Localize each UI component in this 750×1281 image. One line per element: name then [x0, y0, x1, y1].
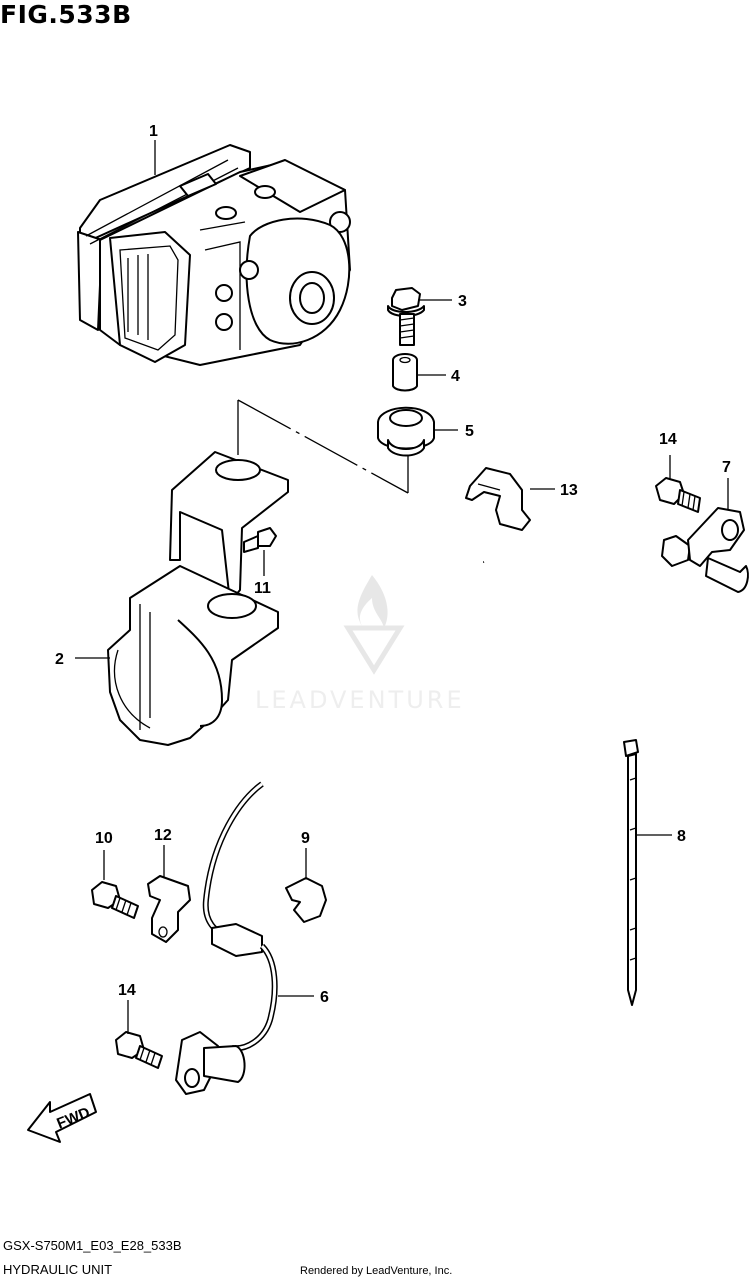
forward-arrow-icon: FWD	[27, 1093, 97, 1143]
clamp-part-12	[147, 875, 191, 943]
rendered-by-credit: Rendered by LeadVenture, Inc.	[300, 1265, 453, 1277]
clip-part-9	[285, 877, 327, 923]
callout-8: 8	[677, 828, 686, 845]
collar-part-4	[392, 353, 418, 392]
cable-tie-part-8	[623, 739, 639, 1006]
bolt-part-14-lower	[115, 1031, 163, 1069]
bolt-part-10	[91, 881, 139, 919]
callout-10: 10	[95, 830, 113, 847]
callout-14-upper: 14	[659, 431, 677, 448]
sensor-part-6	[175, 781, 278, 1095]
section-name: HYDRAULIC UNIT	[3, 1262, 113, 1277]
bolt-part-3	[387, 287, 425, 346]
callout-14-lower: 14	[118, 982, 136, 999]
callout-4: 4	[451, 368, 460, 385]
bolt-part-14-upper	[655, 477, 701, 513]
callout-11: 11	[254, 580, 271, 597]
clamp-part-13	[465, 467, 531, 531]
callout-3: 3	[458, 293, 467, 310]
figure-title: FIG.533B	[0, 0, 132, 29]
model-code: GSX-S750M1_E03_E28_533B	[3, 1238, 182, 1253]
hydraulic-unit-part-1	[77, 144, 351, 366]
callout-13: 13	[560, 482, 578, 499]
callout-5: 5	[465, 423, 474, 440]
bracket-part-2	[107, 451, 289, 746]
grommet-part-5	[377, 406, 435, 457]
watermark-text: LEADVENTURE	[255, 686, 465, 714]
callout-7: 7	[722, 459, 731, 476]
callout-1: 1	[149, 123, 158, 140]
callout-12: 12	[154, 827, 172, 844]
leadventure-watermark-logo: LEADVENTURE	[255, 575, 465, 714]
callout-9: 9	[301, 830, 310, 847]
bolt-part-11	[243, 527, 277, 553]
sensor-part-7	[483, 507, 749, 593]
callout-6: 6	[320, 989, 329, 1006]
callout-2: 2	[55, 651, 64, 668]
callout-leaders	[75, 140, 729, 1034]
